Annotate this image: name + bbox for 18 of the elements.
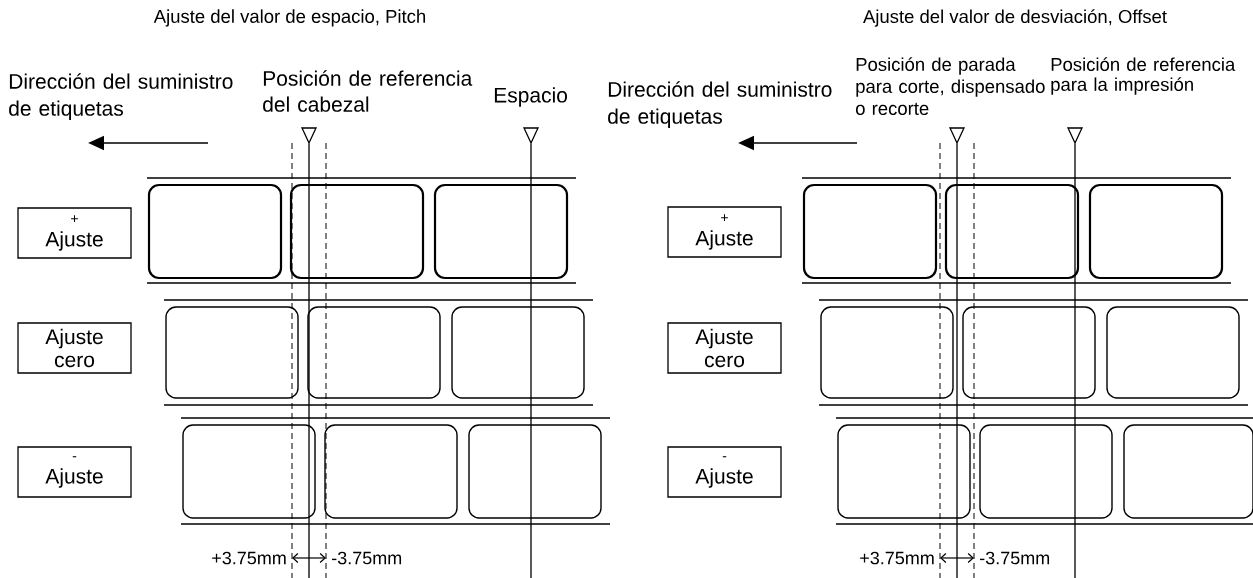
adjustment-box: + Ajuste xyxy=(667,206,782,258)
position-label: Posición de referencia para la impresión xyxy=(1051,57,1236,95)
feed-direction-text: Dirección del suministro de etiquetas xyxy=(608,81,832,128)
position-label: Espacio xyxy=(494,87,567,107)
position-label: Posición de referencia del cabezal xyxy=(263,70,473,112)
adjustment-box: - Ajuste xyxy=(667,446,782,498)
adjustment-box: - Ajuste xyxy=(17,446,132,498)
dimension-label: -3.75mm xyxy=(980,551,1050,565)
adjustment-box: Ajuste cero xyxy=(17,322,132,374)
position-label: Posición de parada para corte, dispensado o recorte xyxy=(856,57,1045,115)
panel-title: Ajuste del valor de desviación, Offset xyxy=(863,9,1167,27)
dimension-label: +3.75mm xyxy=(860,551,934,565)
adjustment-box: Ajuste cero xyxy=(667,322,782,374)
feed-direction-text: Dirección del suministro de etiquetas xyxy=(9,73,233,120)
adjustment-box: + Ajuste xyxy=(17,207,132,259)
dimension-label: -3.75mm xyxy=(332,551,402,565)
dimension-label: +3.75mm xyxy=(212,551,286,565)
panel-title: Ajuste del valor de espacio, Pitch xyxy=(153,9,425,27)
